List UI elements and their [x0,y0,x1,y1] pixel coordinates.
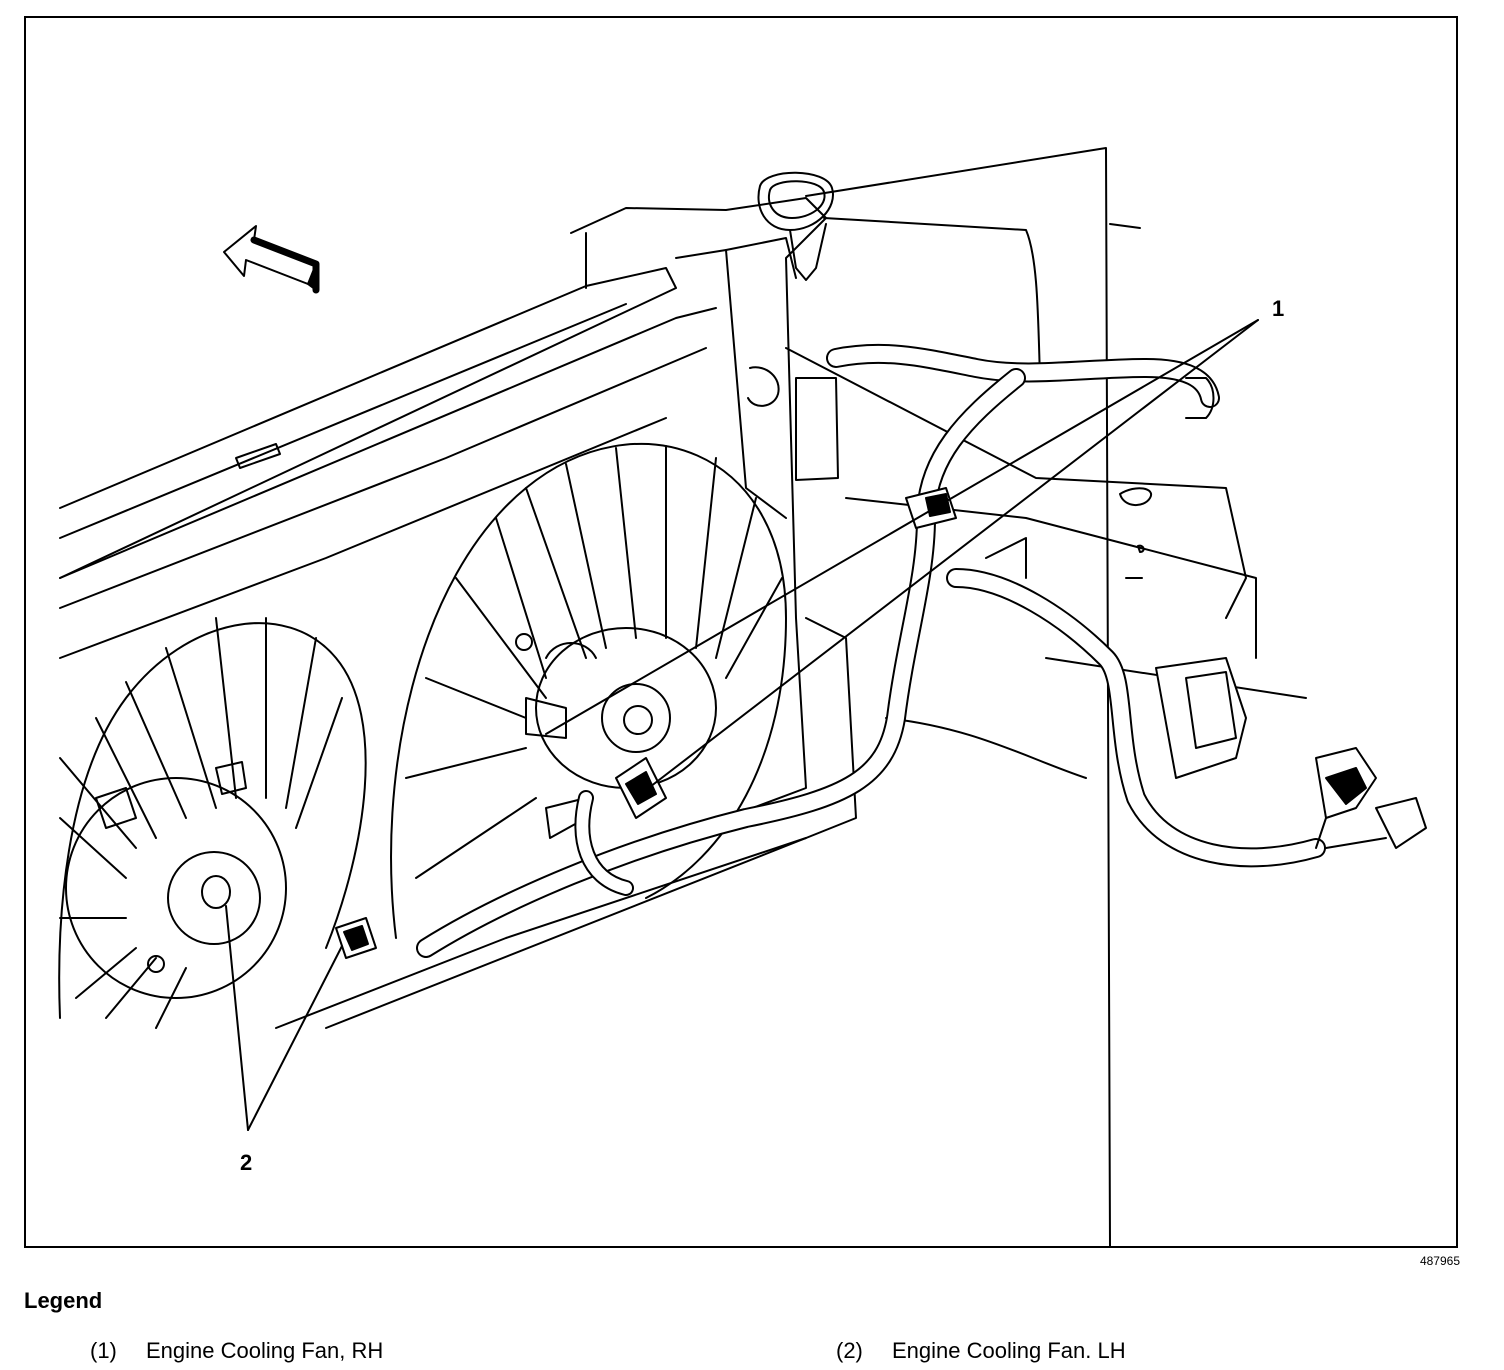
legend-item-number: (2) [836,1338,863,1363]
figure-id: 487965 [1419,1254,1460,1268]
cooling-fan-illustration [58,147,1427,1246]
legend-item: (2) Engine Cooling Fan. LH [836,1338,1126,1364]
callout-1: 1 [1272,296,1285,321]
legend-title: Legend [24,1288,103,1313]
lh-cooling-fan [58,617,367,1029]
rh-cooling-fan [390,442,787,939]
legend-item-text: Engine Cooling Fan, RH [146,1338,384,1363]
direction-arrow-icon [223,225,320,294]
wiring-harness [335,343,1427,959]
legend-item: (1) Engine Cooling Fan, RH [90,1338,383,1364]
legend-item-text: Engine Cooling Fan. LH [892,1338,1126,1363]
legend-item-number: (1) [90,1338,117,1363]
diagram-frame: 1 2 [24,16,1458,1248]
leader-lines [225,319,1259,1131]
callout-2: 2 [240,1150,253,1175]
